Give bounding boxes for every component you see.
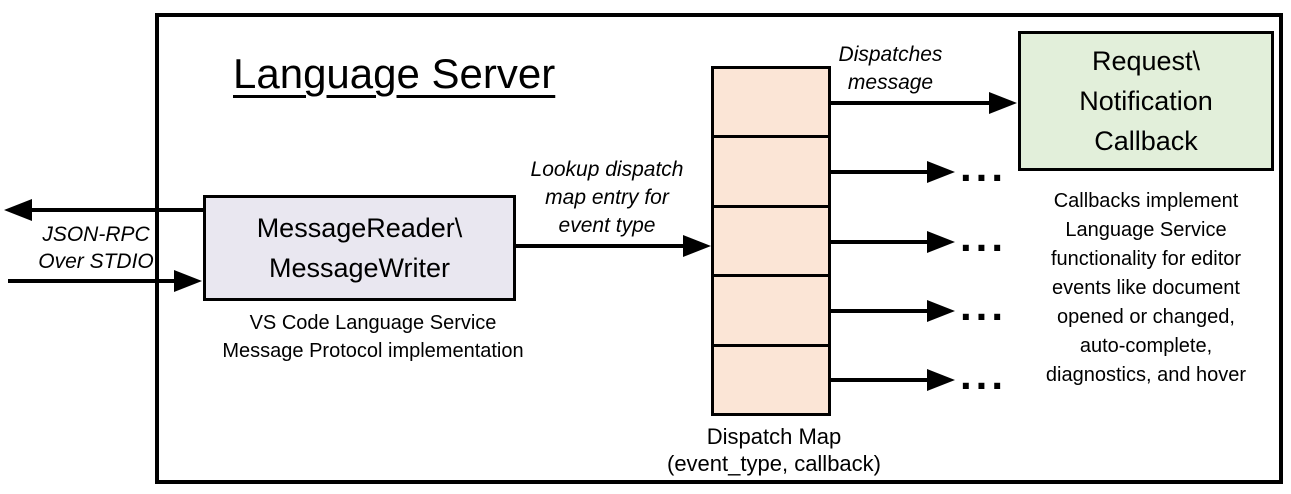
dispatches-message-label: Dispatches message	[838, 43, 943, 94]
ellipsis-1: ...	[960, 143, 1008, 190]
ellipsis-3: ...	[960, 282, 1008, 329]
message-box-caption: VS Code Language Service Message Protoco…	[222, 312, 524, 362]
message-reader-writer-box: MessageReader\ MessageWriter	[203, 195, 516, 301]
language-server-boundary-box	[155, 13, 1283, 484]
request-notification-callback-box: Request\ Notification Callback	[1018, 31, 1274, 171]
json-rpc-label: JSON-RPC Over STDIO	[38, 223, 154, 273]
ellipsis-2: ...	[960, 213, 1008, 260]
message-reader-writer-label: MessageReader\ MessageWriter	[256, 213, 463, 283]
dispatch-map	[711, 66, 831, 416]
dispatch-map-cell	[714, 138, 828, 208]
dispatch-map-cell	[714, 207, 828, 278]
dispatch-map-cell	[714, 346, 828, 414]
dispatch-map-cell	[714, 277, 828, 347]
ellipsis-4: ...	[960, 351, 1008, 398]
callback-box-label: Request\ Notification Callback	[1079, 46, 1213, 156]
diagram-title: Language Server	[233, 50, 556, 97]
dispatch-map-cell	[714, 69, 828, 139]
callbacks-note: Callbacks implement Language Service fun…	[1045, 190, 1247, 386]
dispatch-map-caption: Dispatch Map (event_type, callback)	[667, 424, 881, 476]
lookup-dispatch-label: Lookup dispatch map entry for event type	[530, 158, 684, 237]
